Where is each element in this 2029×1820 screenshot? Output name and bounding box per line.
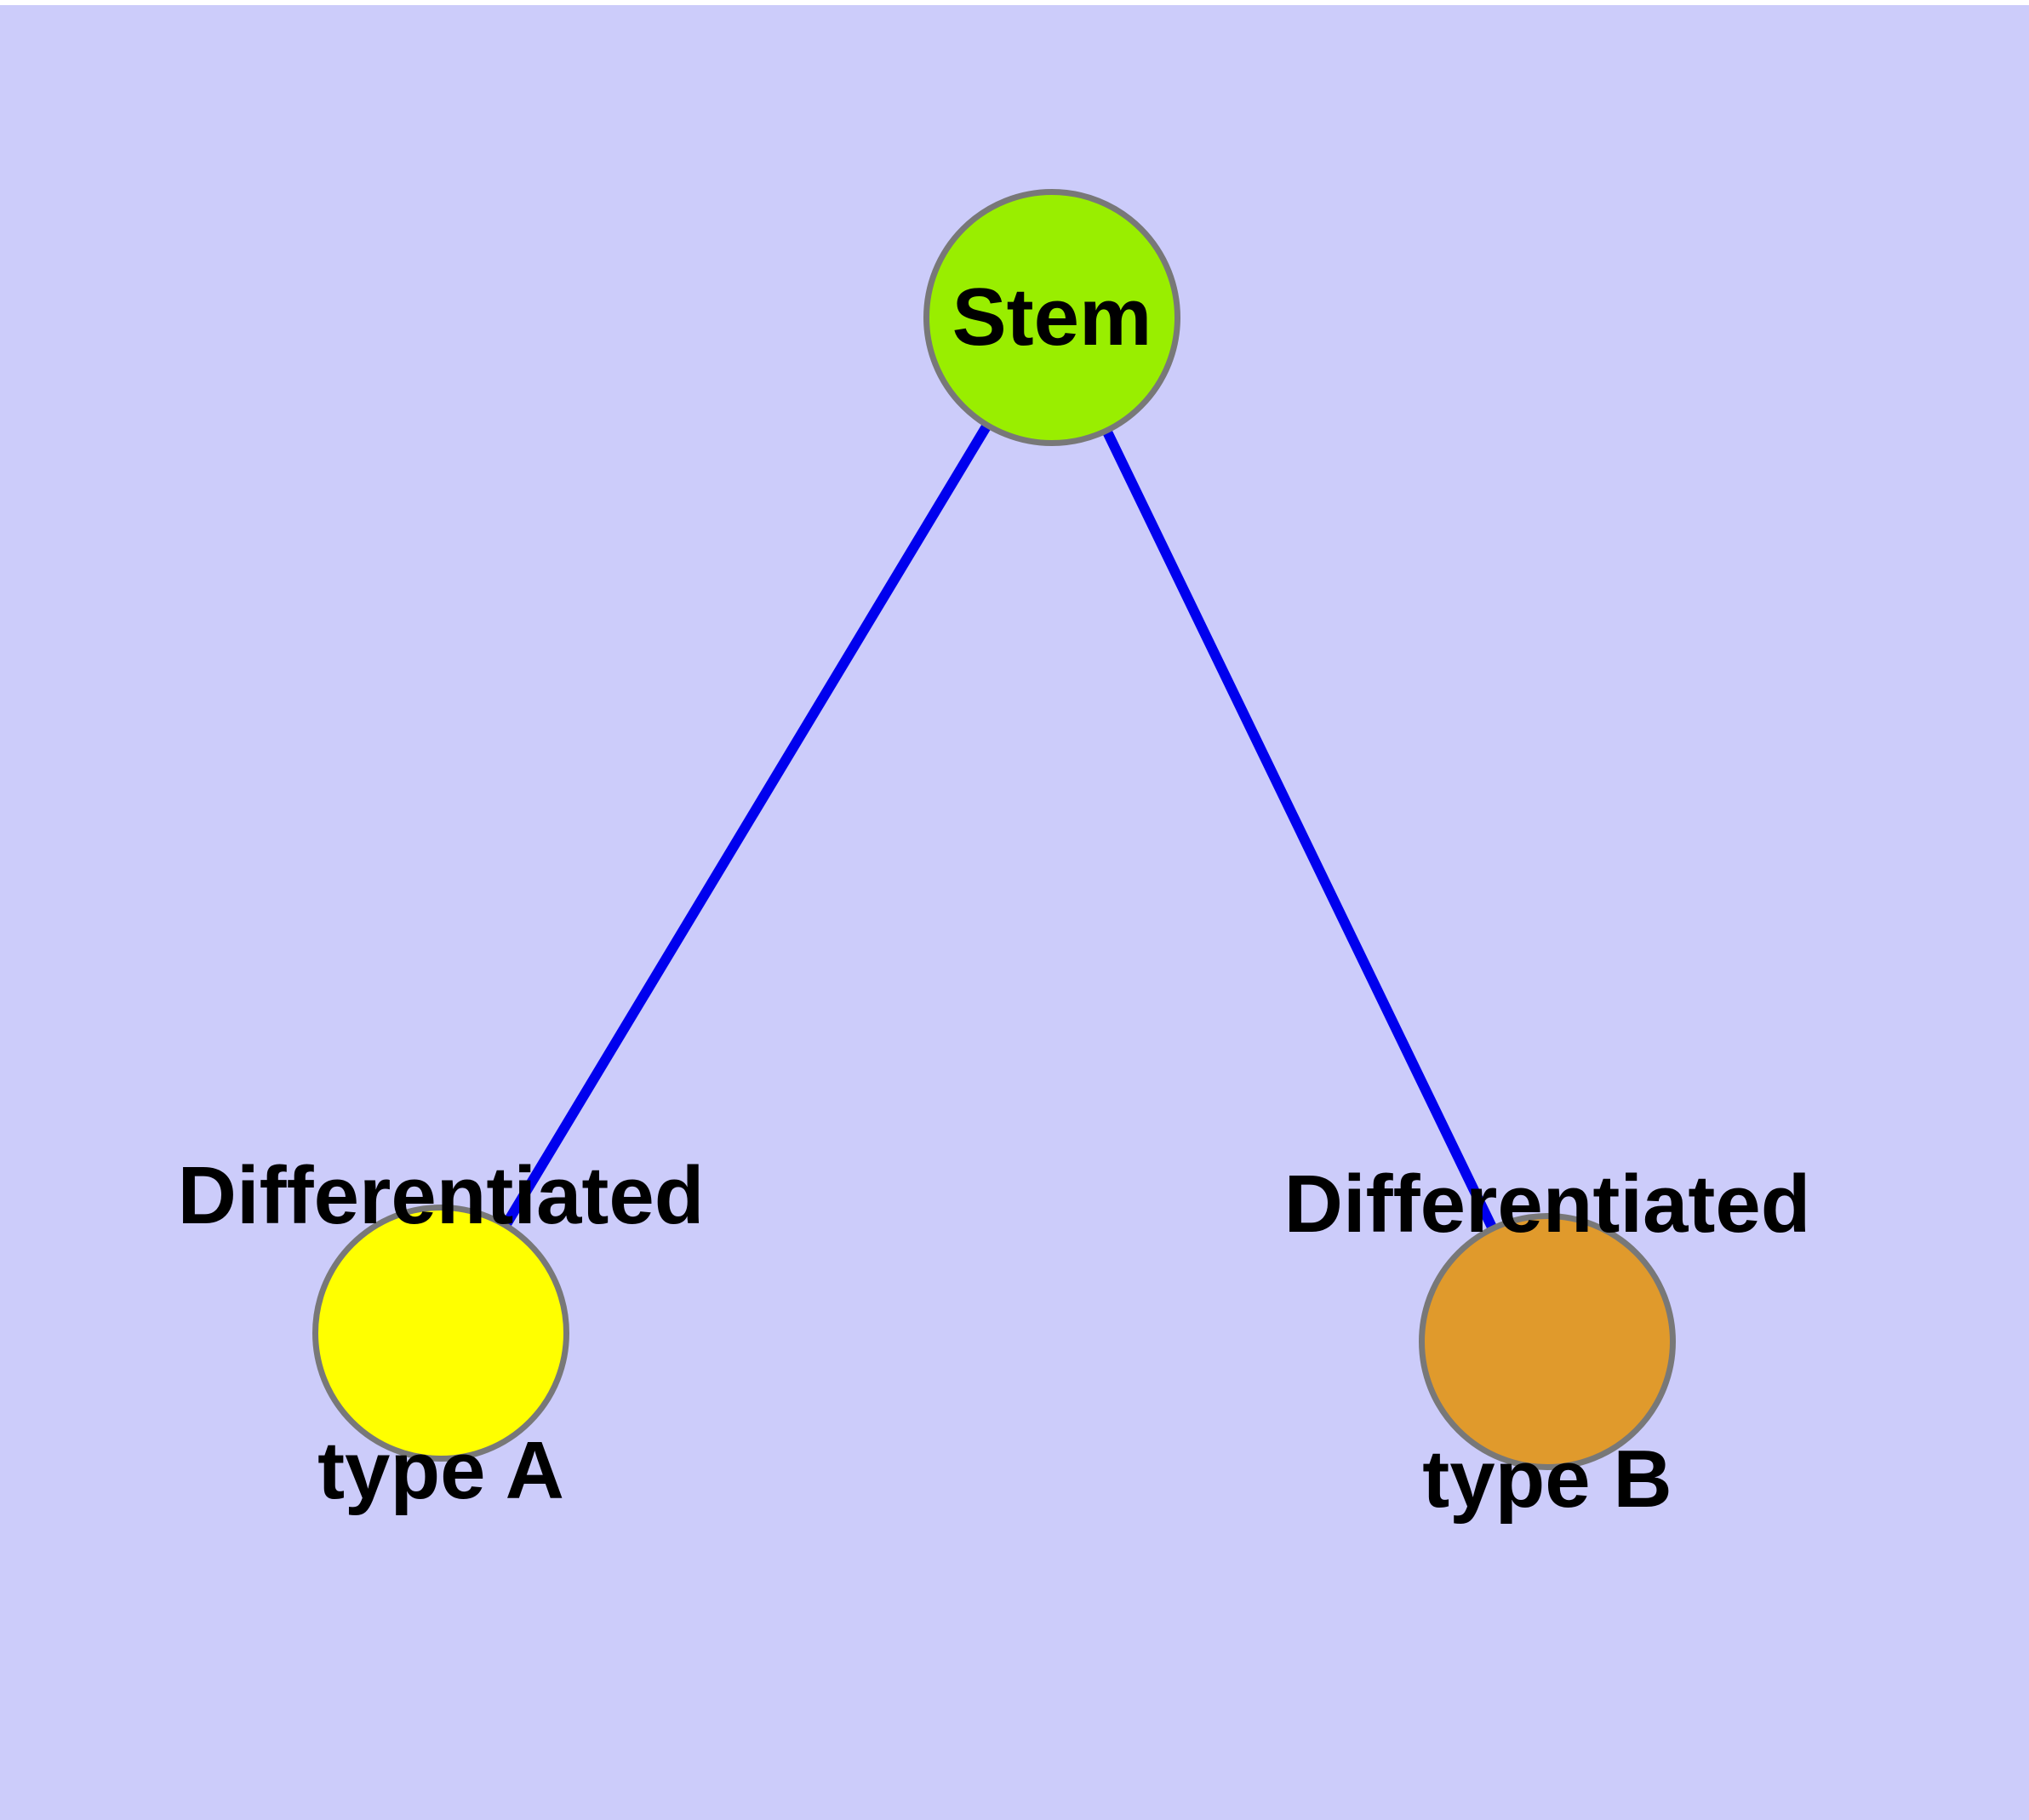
node-stem[interactable] — [923, 189, 1180, 446]
node-layer — [312, 189, 1676, 1470]
top-margin-strip — [0, 0, 2029, 5]
node-differentiated-type-b[interactable] — [1419, 1213, 1676, 1470]
edge-stem-to-differentiated-type-a — [436, 312, 1057, 1338]
edge-layer — [436, 312, 1552, 1347]
node-differentiated-type-a[interactable] — [312, 1205, 569, 1462]
edge-stem-to-differentiated-type-b — [1047, 312, 1552, 1347]
